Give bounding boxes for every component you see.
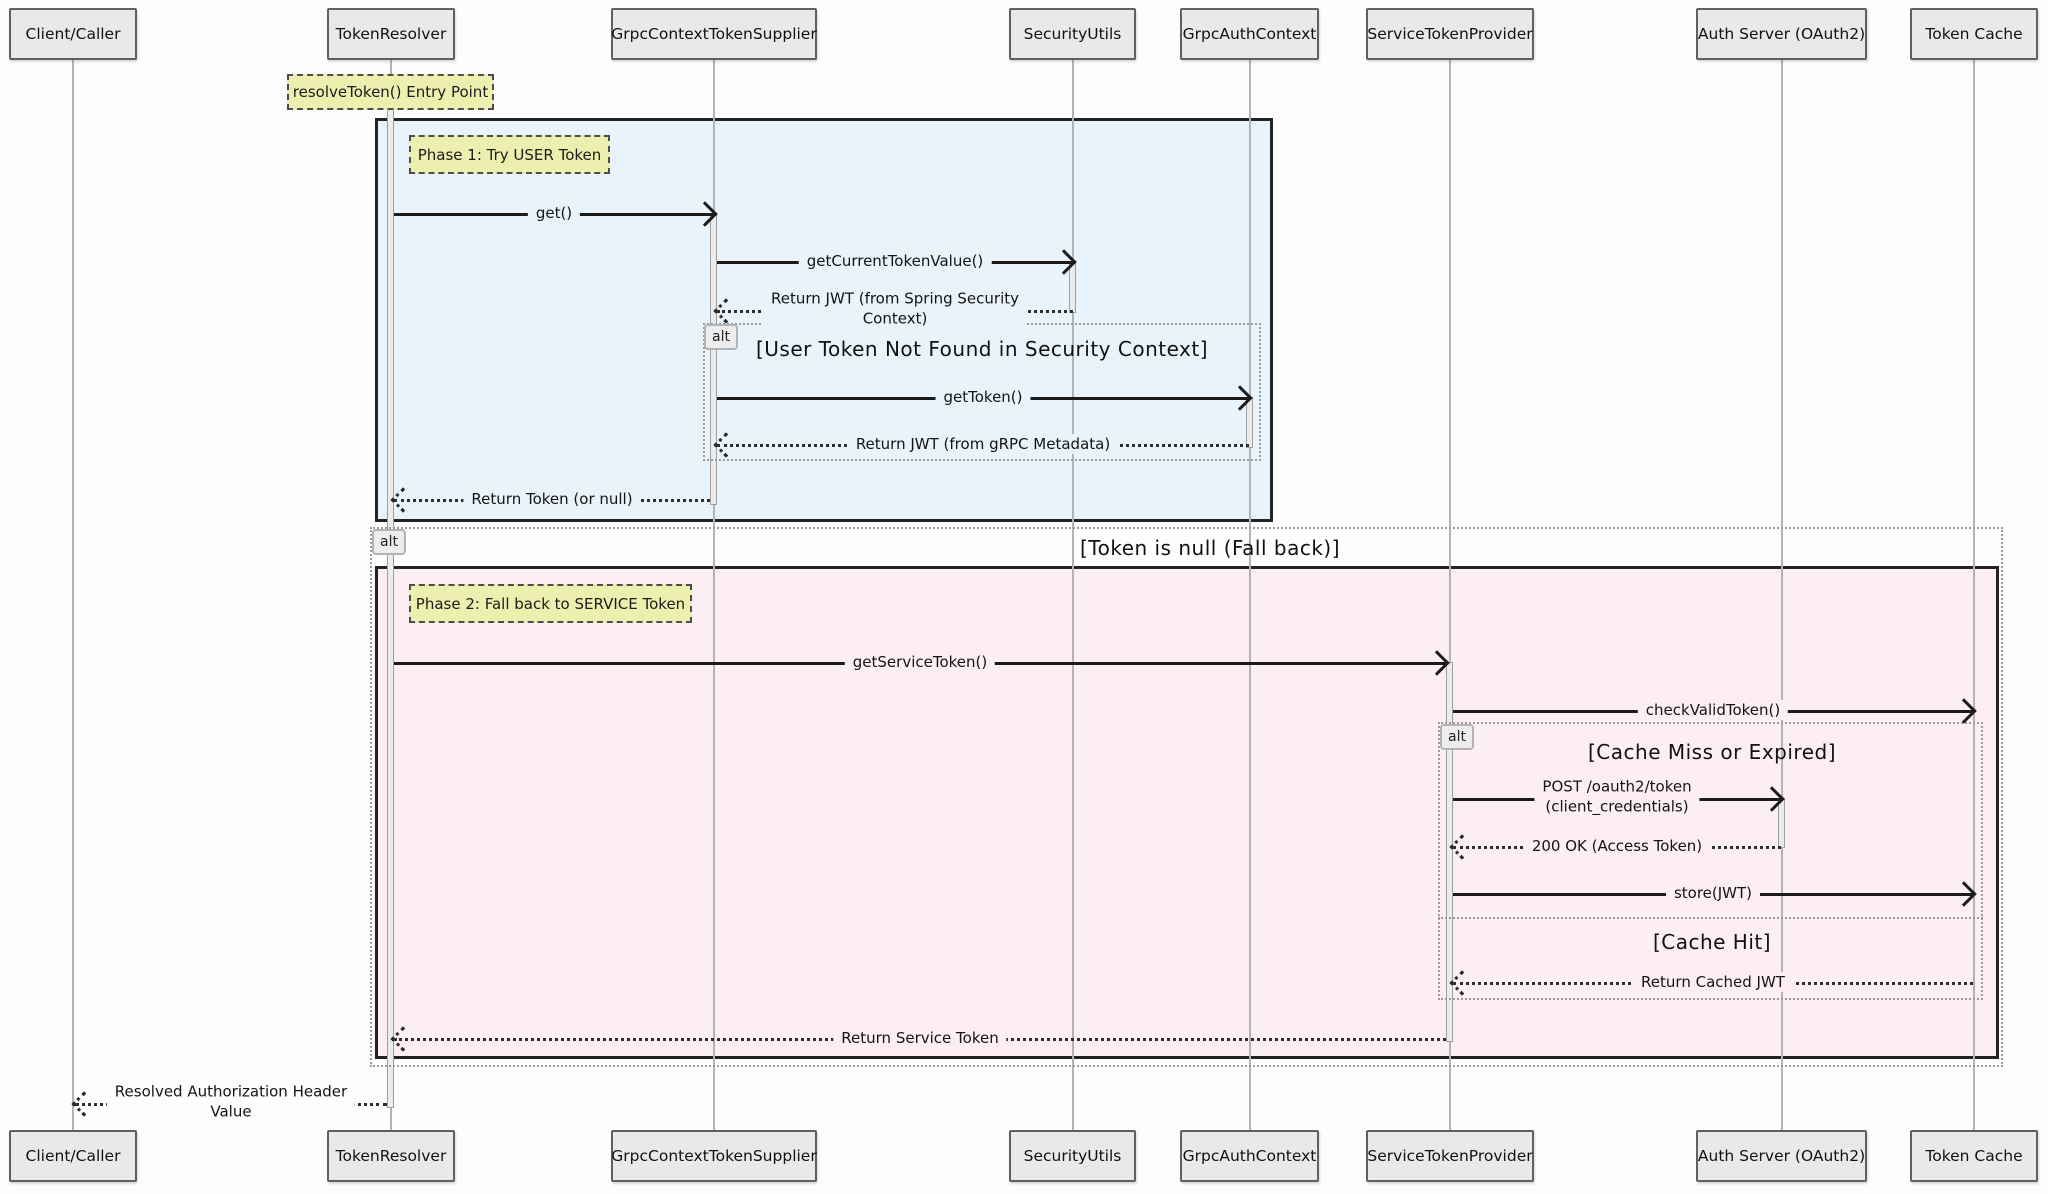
participant-top-token-resolver: TokenResolver <box>327 8 455 60</box>
participant-bottom-grpc-context-token-supplier: GrpcContextTokenSupplier <box>611 1130 817 1182</box>
arrowhead-right-icon <box>1759 786 1785 812</box>
arrowhead-left-icon <box>713 298 739 324</box>
arrowhead-right-icon <box>1951 881 1977 907</box>
arrowhead-left-icon <box>1449 834 1475 860</box>
message-return-jwt-grpc: Return JWT (from gRPC Metadata) <box>713 429 1249 459</box>
arrowhead-right-icon <box>1424 650 1450 676</box>
participant-bottom-client-caller: Client/Caller <box>9 1130 137 1182</box>
alt-frame-cache <box>1438 722 1983 1000</box>
arrowhead-right-icon <box>1051 249 1077 275</box>
lifeline-auth-server <box>1781 60 1783 1130</box>
message-return-jwt-spring: Return JWT (from Spring Security Context… <box>713 288 1073 330</box>
note-phase2: Phase 2: Fall back to SERVICE Token <box>409 584 692 623</box>
message-label: Return JWT (from Spring Security Context… <box>762 288 1028 330</box>
activation-auth-server <box>1778 798 1785 848</box>
lifeline-token-cache <box>1973 60 1975 1130</box>
lifeline-service-token-provider <box>1449 60 1451 1130</box>
message-check-valid-token: checkValidToken() <box>1453 695 1977 725</box>
participant-top-token-cache: Token Cache <box>1910 8 2038 60</box>
message-post-oauth2-token: POST /oauth2/token (client_credentials) <box>1453 776 1785 818</box>
participant-top-grpc-context-token-supplier: GrpcContextTokenSupplier <box>611 8 817 60</box>
arrowhead-left-icon <box>713 432 739 458</box>
message-label: Return JWT (from gRPC Metadata) <box>847 434 1119 454</box>
arrowhead-right-icon <box>1227 385 1253 411</box>
arrowhead-left-icon <box>390 487 416 513</box>
message-label-line1: Resolved Authorization Header <box>114 1082 348 1101</box>
alt-tag-cache: alt <box>1440 724 1474 750</box>
alt-tag-user-token: alt <box>704 324 738 350</box>
alt-condition-outer: [Token is null (Fall back)] <box>1079 536 1341 560</box>
lifeline-security-utils <box>1072 60 1074 1130</box>
activation-grpc-auth-context <box>1246 397 1253 448</box>
message-label-line1: POST /oauth2/token <box>1542 777 1692 796</box>
participant-bottom-service-token-provider: ServiceTokenProvider <box>1366 1130 1534 1182</box>
participant-bottom-token-resolver: TokenResolver <box>327 1130 455 1182</box>
message-store-jwt: store(JWT) <box>1453 878 1977 908</box>
message-label: Resolved Authorization Header Value <box>106 1081 356 1123</box>
message-label-line1: Return JWT (from Spring Security <box>770 289 1020 308</box>
message-label: store(JWT) <box>1665 883 1761 903</box>
message-label-line2: (client_credentials) <box>1545 797 1689 816</box>
message-resolved-auth-header: Resolved Authorization Header Value <box>71 1081 387 1123</box>
participant-top-grpc-auth-context: GrpcAuthContext <box>1180 8 1319 60</box>
arrowhead-left-icon <box>390 1026 416 1052</box>
participant-bottom-auth-server: Auth Server (OAuth2) <box>1696 1130 1867 1182</box>
message-label: get() <box>527 203 581 223</box>
message-label: getServiceToken() <box>844 652 996 672</box>
message-label: checkValidToken() <box>1637 700 1789 720</box>
lifeline-grpc-auth-context <box>1249 60 1251 1130</box>
arrowhead-left-icon <box>71 1091 97 1117</box>
participant-top-client-caller: Client/Caller <box>9 8 137 60</box>
message-get: get() <box>394 198 718 228</box>
message-label: POST /oauth2/token (client_credentials) <box>1534 776 1700 818</box>
alt-frame-outer <box>370 527 2003 1067</box>
alt-tag-outer: alt <box>372 529 406 555</box>
message-get-service-token: getServiceToken() <box>394 647 1450 677</box>
message-label: Return Service Token <box>833 1028 1007 1048</box>
arrowhead-left-icon <box>1449 970 1475 996</box>
participant-top-service-token-provider: ServiceTokenProvider <box>1366 8 1534 60</box>
participant-bottom-token-cache: Token Cache <box>1910 1130 2038 1182</box>
participant-top-security-utils: SecurityUtils <box>1009 8 1136 60</box>
alt-condition-cache-hit: [Cache Hit] <box>1652 930 1772 954</box>
participant-bottom-grpc-auth-context: GrpcAuthContext <box>1180 1130 1319 1182</box>
message-get-token: getToken() <box>717 382 1253 412</box>
alt-divider-cache <box>1438 917 1983 919</box>
arrowhead-right-icon <box>1951 698 1977 724</box>
message-200-ok-access-token: 200 OK (Access Token) <box>1449 831 1781 861</box>
arrowhead-right-icon <box>692 201 718 227</box>
participant-bottom-security-utils: SecurityUtils <box>1009 1130 1136 1182</box>
message-label-line2: Value <box>210 1102 252 1121</box>
message-label-line2: Context) <box>862 309 928 328</box>
alt-condition-cache-miss: [Cache Miss or Expired] <box>1588 740 1836 764</box>
message-label: Return Cached JWT <box>1633 972 1793 992</box>
activation-service-token-provider <box>1446 662 1453 1042</box>
participant-top-auth-server: Auth Server (OAuth2) <box>1696 8 1867 60</box>
message-label: Return Token (or null) <box>463 489 641 509</box>
message-get-current-token-value: getCurrentTokenValue() <box>717 246 1077 276</box>
note-phase1: Phase 1: Try USER Token <box>409 135 610 174</box>
alt-condition-user-token: [User Token Not Found in Security Contex… <box>755 337 1209 361</box>
message-label: 200 OK (Access Token) <box>1523 836 1711 856</box>
message-label: getToken() <box>935 387 1031 407</box>
note-resolve-token-entry-point: resolveToken() Entry Point <box>287 74 494 110</box>
message-label: getCurrentTokenValue() <box>798 251 992 271</box>
message-return-token-or-null: Return Token (or null) <box>390 484 710 514</box>
message-return-service-token: Return Service Token <box>390 1023 1446 1053</box>
lifeline-client-caller <box>72 60 74 1130</box>
lifeline-grpc-context-token-supplier <box>713 60 715 1130</box>
message-return-cached-jwt: Return Cached JWT <box>1449 967 1973 997</box>
